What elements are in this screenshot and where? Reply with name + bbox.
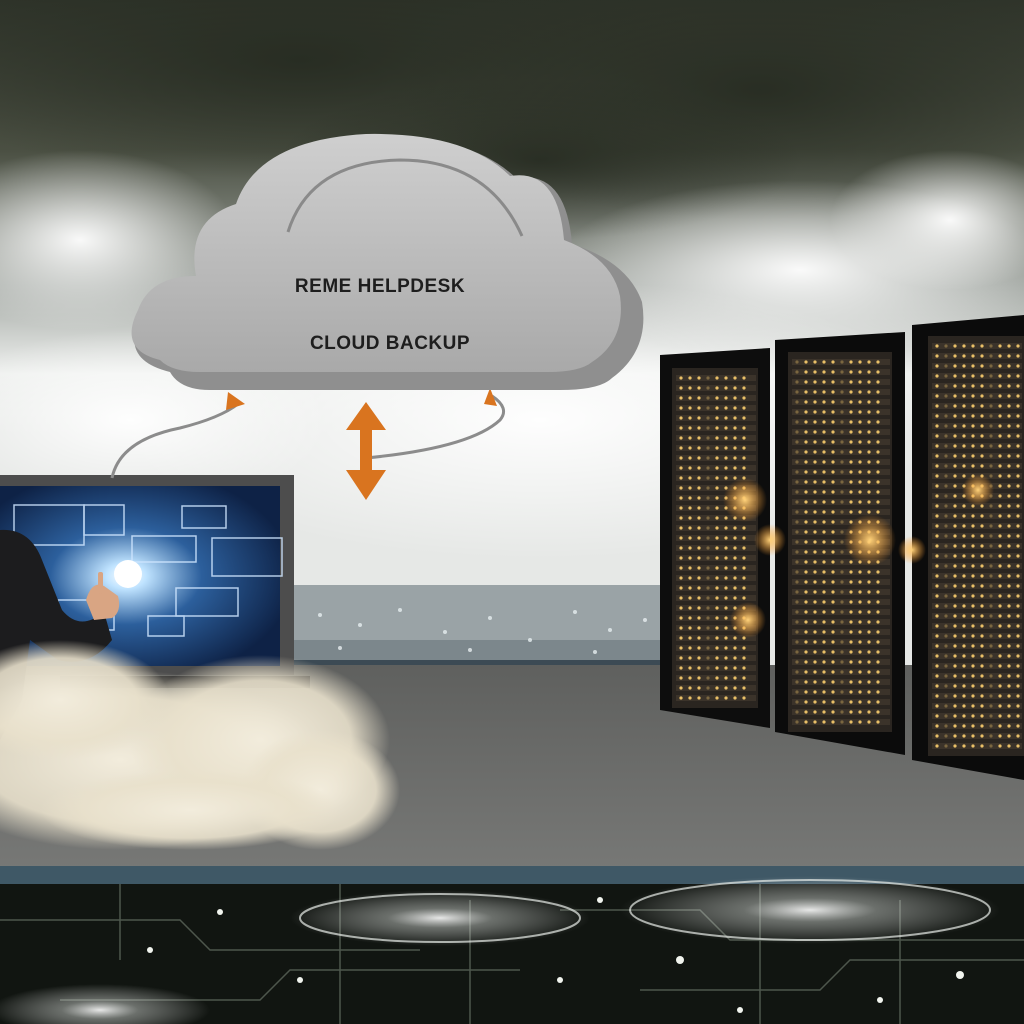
cable-arrowhead-right (484, 388, 497, 406)
horizon-grid (290, 585, 670, 666)
cloud-sign (131, 133, 644, 390)
cloud-sign-subtitle: CLOUD BACKUP (309, 333, 471, 354)
sync-arrow-icon (346, 402, 386, 500)
smoke-cloud (0, 640, 400, 850)
connection-cables (110, 394, 506, 479)
cable-arrowhead-left (226, 392, 245, 410)
circuit-floor (0, 876, 1024, 1024)
businessman (0, 529, 120, 740)
server-racks (660, 315, 1024, 780)
cloud-sign-title: REME HELPDESK (294, 276, 466, 297)
